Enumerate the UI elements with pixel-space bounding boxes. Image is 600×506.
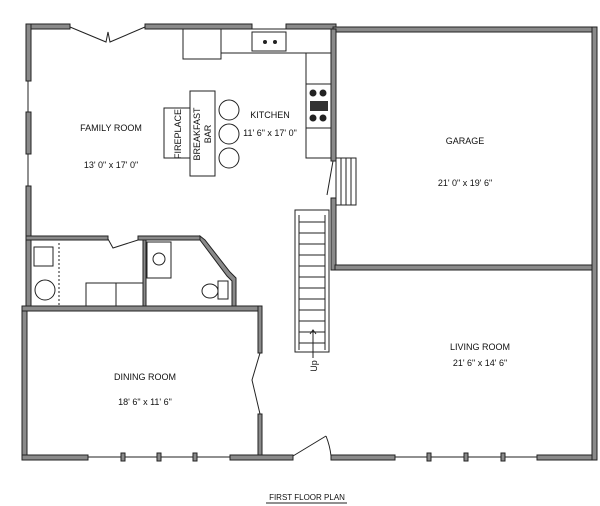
breakfast-bar-label-2: BAR xyxy=(203,124,213,143)
labels: FAMILY ROOM 13' 0" x 17' 0" KITCHEN 11' … xyxy=(80,107,510,504)
kitchen-fixtures xyxy=(163,28,332,177)
stool-icon xyxy=(218,147,240,169)
bath-laundry-fixtures xyxy=(33,241,229,307)
breakfast-bar-label-1: BREAKFAST xyxy=(192,107,202,161)
windows xyxy=(27,81,537,462)
stairs-up-label: Up xyxy=(309,360,319,372)
garage-label: GARAGE xyxy=(446,136,485,146)
dining-room-label: DINING ROOM xyxy=(114,372,176,382)
living-room-size: 21' 6" x 14' 6" xyxy=(453,358,507,368)
garage-size: 21' 0" x 19' 6" xyxy=(438,178,492,188)
family-room-label: FAMILY ROOM xyxy=(80,123,142,133)
breakfast-bar xyxy=(189,90,216,177)
stairs xyxy=(294,157,357,358)
walls xyxy=(21,23,598,461)
kitchen-size: 11' 6" x 17' 0" xyxy=(243,128,297,138)
doors xyxy=(69,26,334,457)
plan-title: FIRST FLOOR PLAN xyxy=(269,493,345,502)
stool-icon xyxy=(218,99,240,121)
kitchen-label: KITCHEN xyxy=(250,110,290,120)
living-room-label: LIVING ROOM xyxy=(450,342,510,352)
stool-icon xyxy=(218,123,240,145)
toilet-icon xyxy=(201,283,219,299)
fireplace-label: FIREPLACE xyxy=(173,109,183,159)
family-room-size: 13' 0" x 17' 0" xyxy=(84,160,138,170)
dining-room-size: 18' 6" x 11' 6" xyxy=(118,397,172,407)
sink-icon xyxy=(251,31,287,52)
